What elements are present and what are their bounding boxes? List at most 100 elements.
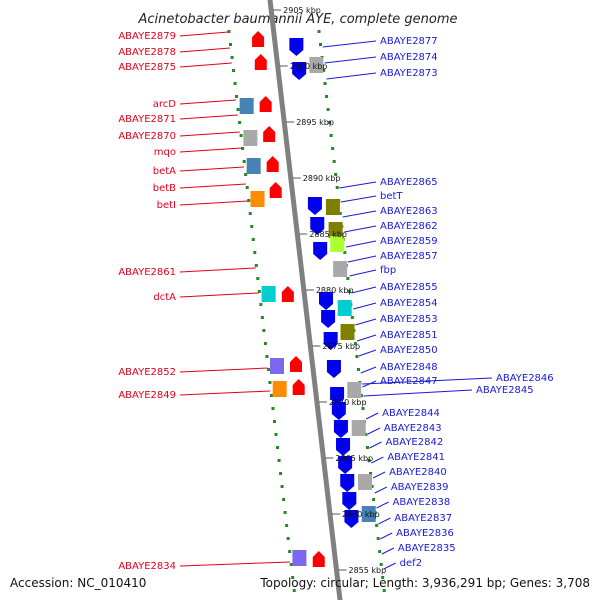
reverse-gene-arrow (310, 217, 325, 235)
leader-line-right (351, 286, 377, 294)
leader-line-right (342, 210, 377, 218)
gene-label-left: dctA (153, 292, 176, 303)
gc-dot (289, 563, 293, 566)
gene-label-left: ABAYE2834 (118, 561, 176, 572)
leader-line-left (179, 200, 248, 206)
accession-text: Accession: NC_010410 (10, 576, 146, 590)
gene-label-left: betI (157, 200, 176, 211)
leader-line-right (353, 302, 377, 310)
gc-dot (335, 186, 339, 189)
leader-line-left (179, 114, 238, 120)
gc-dot (263, 342, 267, 345)
leader-line-right (360, 366, 377, 374)
leader-line-left (179, 62, 232, 68)
gene-label-right: ABAYE2853 (380, 314, 438, 325)
leader-line-right (363, 389, 473, 397)
leader-line-right (372, 471, 386, 479)
gc-dot (332, 160, 336, 163)
gc-dot (329, 134, 333, 137)
gc-dot (283, 511, 287, 514)
gene-label-left: ABAYE2849 (118, 390, 176, 401)
reverse-gene-arrow (289, 38, 304, 56)
tick-label: 2855 kbp (349, 566, 387, 575)
reverse-gene-arrow (323, 332, 338, 350)
gc-dot (273, 420, 276, 423)
gene-label-left: arcD (153, 99, 177, 110)
leader-line-left (179, 390, 271, 396)
leader-line-right (376, 501, 389, 509)
gene-label-right: betT (380, 191, 403, 202)
forward-gene-arrow (254, 54, 267, 70)
gc-dot (247, 199, 251, 202)
gene-label-right: ABAYE2844 (382, 408, 440, 419)
leader-line-left (179, 292, 259, 298)
leader-line-left (179, 47, 231, 53)
cog-box (261, 286, 276, 302)
cog-box (347, 382, 362, 398)
backbone-line (267, 0, 343, 600)
leader-line-right (362, 377, 493, 385)
tick-label: 2880 kbp (316, 286, 354, 295)
cog-box (328, 222, 343, 238)
gene-label-right: ABAYE2857 (380, 251, 438, 262)
gc-dot (366, 446, 370, 449)
forward-gene-arrow (252, 31, 265, 47)
gc-dot (325, 95, 329, 98)
gc-dot (282, 498, 286, 501)
leader-line-right (355, 318, 377, 326)
gc-dot (250, 225, 254, 228)
leader-line-right (371, 456, 384, 464)
gc-dot (285, 524, 289, 527)
gc-dot (274, 433, 278, 436)
topology-text: Topology: circular; Length: 3,936,291 bp… (259, 576, 590, 590)
gc-dot (235, 95, 239, 98)
gene-label-right: ABAYE2835 (398, 543, 456, 554)
cog-box (333, 261, 348, 277)
cog-box (243, 130, 258, 146)
leader-line-right (322, 40, 377, 48)
cog-box (250, 191, 265, 207)
gc-dot (375, 524, 379, 527)
gc-dot (372, 498, 376, 501)
gc-dot (382, 589, 386, 592)
reverse-gene-arrow (342, 492, 357, 510)
gene-label-left: betB (153, 183, 176, 194)
forward-gene-arrow (263, 126, 276, 142)
cog-box (351, 420, 366, 436)
tick-label: 2890 kbp (303, 174, 341, 183)
leader-line-left (179, 183, 246, 189)
map-title: Acinetobacter baumannii AYE, complete ge… (137, 12, 457, 27)
gc-dot (277, 459, 281, 462)
reverse-gene-arrow (340, 474, 355, 492)
forward-gene-arrow (269, 182, 282, 198)
gc-dot (379, 563, 383, 566)
gene-label-left: mqo (154, 147, 176, 158)
gene-label-right: ABAYE2837 (394, 513, 452, 524)
forward-gene-arrow (281, 286, 294, 302)
gene-label-right: ABAYE2850 (380, 345, 438, 356)
reverse-gene-arrow (307, 197, 322, 215)
gc-dot (268, 381, 272, 384)
gc-dot (291, 576, 295, 579)
leader-line-left (179, 131, 240, 137)
tick-label: 2870 kbp (329, 398, 367, 407)
gc-dot (280, 485, 284, 488)
gene-label-left: betA (153, 166, 176, 177)
leader-line-right (339, 181, 377, 189)
gene-label-left: ABAYE2875 (118, 62, 176, 73)
gc-dot (276, 446, 280, 449)
gene-label-left: ABAYE2879 (118, 31, 176, 42)
forward-gene-arrow (312, 551, 325, 567)
gc-dot (364, 433, 368, 436)
leader-line-right (381, 547, 395, 555)
cog-box (270, 358, 284, 374)
gene-label-right: ABAYE2862 (380, 221, 438, 232)
gc-dot (369, 472, 373, 475)
gc-dot (328, 121, 332, 124)
forward-gene-arrow (266, 156, 279, 172)
leader-line-left (179, 166, 244, 172)
gene-label-right: ABAYE2863 (380, 206, 438, 217)
gene-label-right: ABAYE2836 (396, 528, 454, 539)
leader-line-right (326, 72, 377, 80)
